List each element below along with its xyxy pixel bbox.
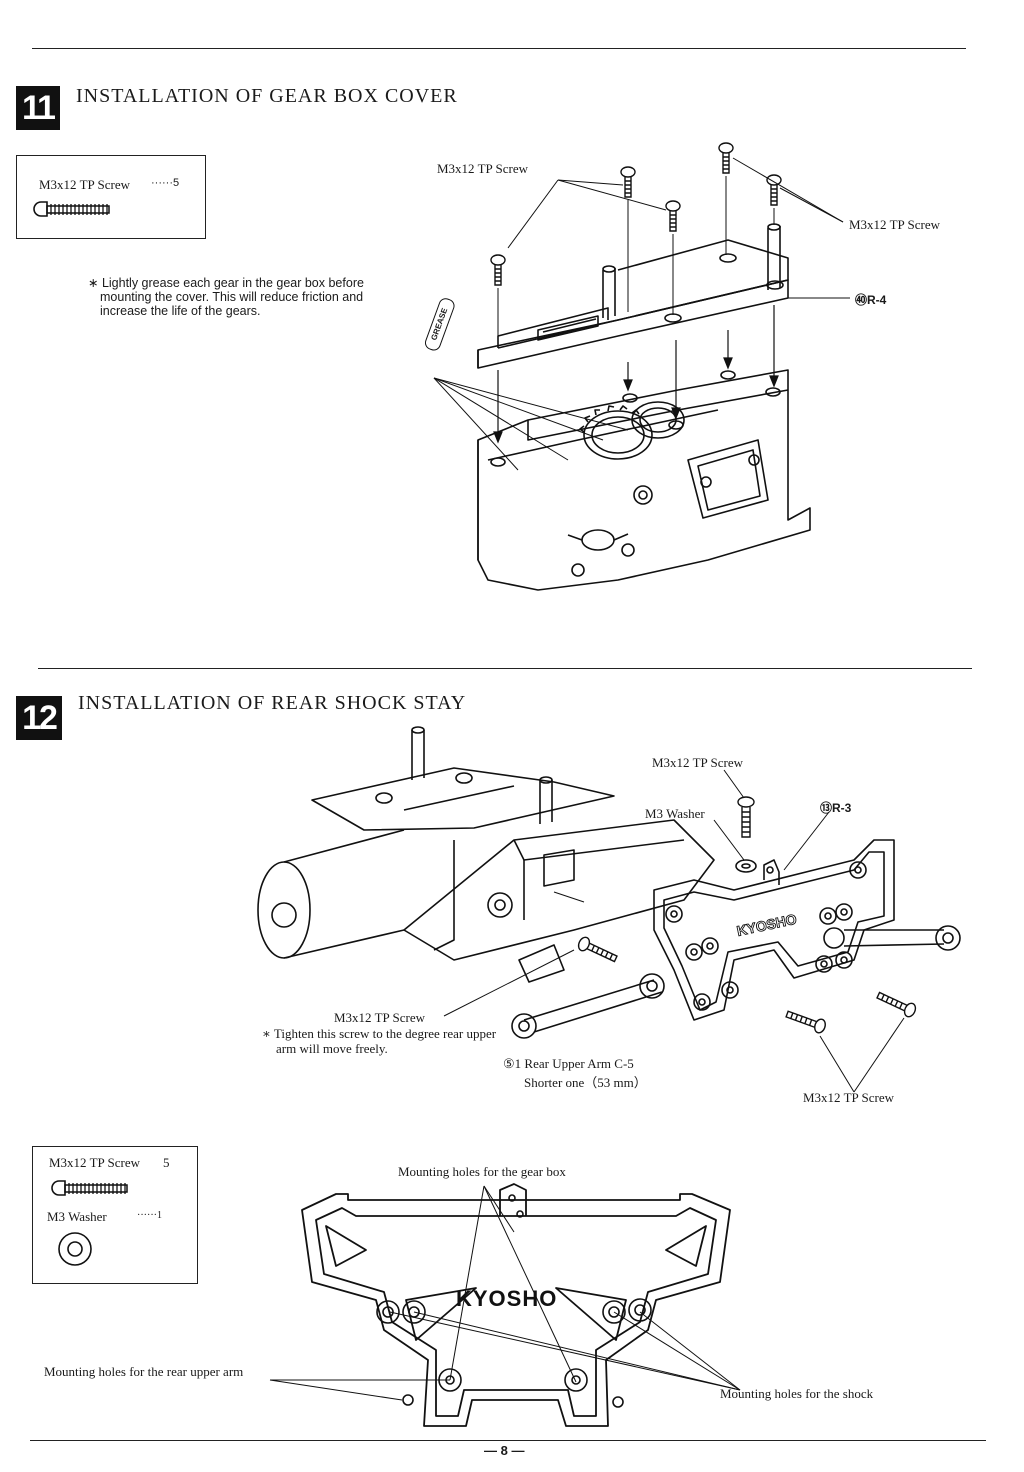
shock-stay-detail: KYOSHO [301, 1183, 731, 1427]
part-label-r3: ⑬R-3 [820, 801, 852, 815]
screw-mid-label: M3x12 TP Screw [334, 1010, 425, 1025]
part-label-r4: ㊵R-4 [855, 293, 887, 307]
step-12-parts-box: M3x12 TP Screw 5 M3 Washer ······1 [32, 1146, 198, 1284]
middle-rule [38, 668, 972, 669]
parts-item-washer: M3 Washer [47, 1209, 107, 1224]
step-12-title: INSTALLATION OF REAR SHOCK STAY [78, 692, 467, 714]
page-number: — 8 — [484, 1443, 525, 1458]
washer-label: M3 Washer [645, 806, 705, 821]
shock-stay-illustration: KYOSHO [257, 726, 961, 1093]
tighten-note: ∗ Tighten this screw to the degree rear … [262, 1026, 497, 1056]
parts-item-screw: M3x12 TP Screw [49, 1155, 140, 1170]
washer-icon [58, 1232, 92, 1266]
gearbox-holes-label: Mounting holes for the gear box [398, 1164, 566, 1179]
screw-top-label: M3x12 TP Screw [652, 755, 743, 770]
screw-icon [51, 1180, 128, 1196]
screw-icon [33, 201, 110, 217]
rear-upper-arm-sub: Shorter one（53 mm） [524, 1075, 647, 1090]
rear-upper-arm-label: ⑤1 Rear Upper Arm C-5 [503, 1056, 634, 1071]
screw-right-label: M3x12 TP Screw [803, 1090, 894, 1105]
brand-text-detail: KYOSHO [456, 1286, 557, 1311]
bottom-rule [30, 1440, 986, 1441]
parts-item: M3x12 TP Screw [39, 177, 130, 192]
top-rule [32, 48, 966, 49]
step-11-parts-box: M3x12 TP Screw ······5 [16, 155, 206, 239]
parts-count-screw: 5 [163, 1155, 170, 1170]
arm-holes-label: Mounting holes for the rear upper arm [44, 1364, 244, 1379]
step-12-number: 12 [16, 696, 62, 740]
brand-text-stay: KYOSHO [735, 911, 798, 939]
step-11-number: 11 [16, 86, 60, 130]
step-11-title: INSTALLATION OF GEAR BOX COVER [76, 85, 458, 107]
shock-holes-label: Mounting holes for the shock [720, 1386, 874, 1401]
screw-label-right: M3x12 TP Screw [849, 217, 940, 232]
gearbox-cover-illustration [433, 142, 850, 591]
screw-label-left: M3x12 TP Screw [437, 161, 528, 176]
parts-count: ······5 [151, 177, 180, 189]
grease-note: ∗ Lightly grease each gear in the gear b… [88, 276, 364, 318]
parts-count-washer: ······1 [137, 1210, 162, 1221]
